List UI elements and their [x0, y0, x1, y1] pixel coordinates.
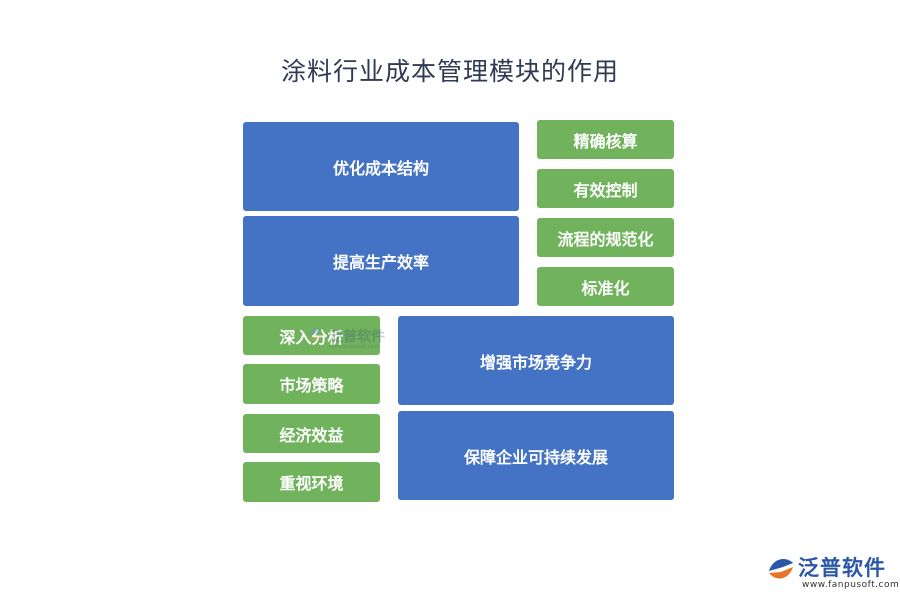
block-economic-benefit: 经济效益 [243, 414, 380, 453]
brand-mark-icon [769, 559, 793, 579]
block-sustainable-development: 保障企业可持续发展 [398, 411, 674, 500]
block-value-environment: 重视环境 [243, 462, 380, 502]
brand-url: www.fanpusoft.com [802, 580, 900, 590]
block-effective-control: 有效控制 [537, 169, 674, 208]
block-in-depth-analysis: 深入分析 [243, 316, 380, 355]
block-optimize-cost-structure: 优化成本结构 [243, 122, 519, 211]
block-process-standardization: 流程的规范化 [537, 218, 674, 257]
block-enhance-competitiveness: 增强市场竞争力 [398, 316, 674, 405]
block-market-strategy: 市场策略 [243, 364, 380, 404]
page-title: 涂料行业成本管理模块的作用 [280, 57, 619, 86]
brand-name: 泛普软件 [798, 556, 886, 580]
block-precise-accounting: 精确核算 [537, 120, 674, 159]
brand-logo: 泛普软件 www.fanpusoft.com [766, 552, 899, 594]
block-standardization: 标准化 [537, 267, 674, 306]
block-improve-production-efficiency: 提高生产效率 [243, 216, 519, 306]
